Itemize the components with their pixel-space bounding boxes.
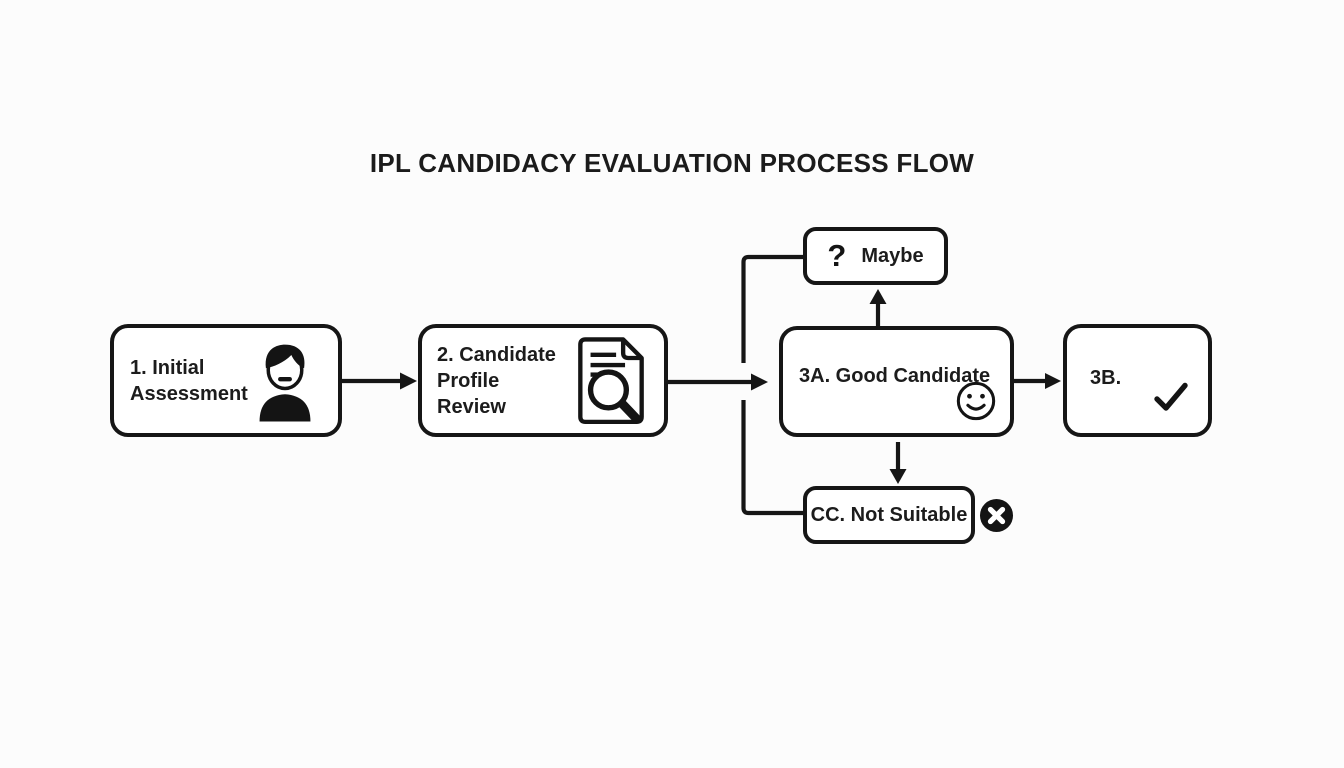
node-initial-assessment: 1. Initial Assessment — [110, 324, 342, 437]
node-profile-review: 2. Candidate Profile Review — [418, 324, 668, 437]
x-circle-icon — [979, 498, 1014, 533]
arrowhead-down — [889, 469, 907, 484]
smiley-face-icon — [955, 380, 997, 422]
document-search-icon — [570, 335, 652, 427]
edge-branch-to-notsuitable — [741, 400, 803, 516]
checkmark-icon — [1153, 382, 1189, 412]
node-maybe-label: Maybe — [861, 245, 924, 267]
arrowhead-right-2 — [751, 373, 768, 391]
node-good-candidate: 3A. Good Candidate — [779, 326, 1014, 437]
node-good-candidate-label: 3A. Good Candidate — [799, 365, 991, 387]
node-maybe: ? Maybe — [803, 227, 948, 285]
node-not-suitable: CC. Not Suitable — [803, 486, 975, 544]
node-proceed-3b: 3B. — [1063, 324, 1212, 437]
arrowhead-right-1 — [400, 372, 417, 390]
arrowhead-right-3 — [1045, 373, 1061, 389]
question-mark-icon: ? — [827, 237, 847, 273]
person-icon — [248, 340, 322, 422]
edge-branch-to-maybe — [741, 254, 803, 363]
node-not-suitable-label: CC. Not Suitable — [810, 504, 968, 526]
node-profile-review-label: 2. Candidate Profile Review — [437, 343, 556, 418]
arrowhead-up — [869, 289, 887, 304]
node-proceed-3b-label: 3B. — [1090, 367, 1122, 389]
diagram-title: IPL CANDIDACY EVALUATION PROCESS FLOW — [369, 148, 975, 178]
node-initial-assessment-label: 1. Initial Assessment — [130, 356, 248, 405]
